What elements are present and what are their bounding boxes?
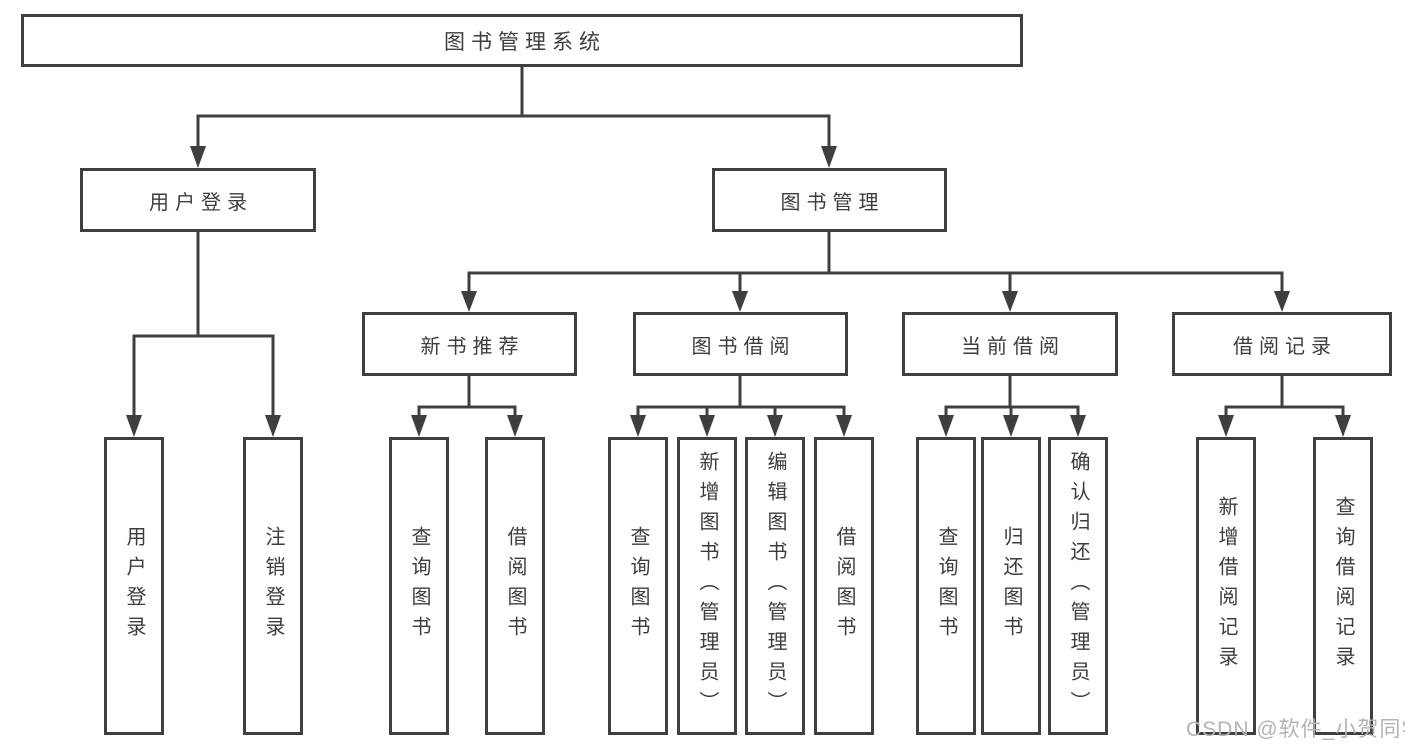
arrowhead [1003,415,1019,437]
arrowhead [938,415,954,437]
arrowhead [821,146,837,168]
arrowhead [1335,415,1351,437]
node-label: 新增图书（管理员） [696,451,718,721]
connector-user-login-children [126,230,281,437]
node-label: 用户登录 [123,526,145,646]
node-book-mgmt: 图书管理 [712,168,947,232]
arrowhead [126,415,142,437]
leaf-user-login: 用户登录 [104,437,164,735]
node-label: 注销登录 [262,526,284,646]
arrowhead [1218,415,1234,437]
node-label: 新书推荐 [420,335,525,358]
connector-book-borrow-children [630,374,852,437]
node-current-borrow: 当前借阅 [902,312,1118,376]
connector-current-borrow-children [938,374,1086,437]
leaf-borrow-borrow-book: 借阅图书 [814,437,874,735]
connector-root-to-level2 [190,65,837,168]
arrowhead [265,415,281,437]
node-label: 查询图书 [408,526,430,646]
node-label: 查询图书 [627,526,649,646]
leaf-borrow-query-book: 查询图书 [608,437,668,735]
node-label: 确认归还（管理员） [1067,451,1089,721]
node-label: 归还图书 [1000,526,1022,646]
connector-book-mgmt-children [461,230,1290,312]
connector-new-book-rec-children [411,374,523,437]
node-label: 图书管理系统 [444,30,606,54]
leaf-current-query-book: 查询图书 [916,437,976,735]
node-label: 用户登录 [149,191,253,214]
leaf-rec-query-book: 查询图书 [389,437,449,735]
arrowhead [1070,415,1086,437]
arrowhead [190,146,206,168]
leaf-borrow-edit-book: 编辑图书（管理员） [745,437,805,735]
node-label: 查询图书 [935,526,957,646]
node-user-login: 用户登录 [80,168,316,232]
node-borrow-record: 借阅记录 [1172,312,1392,376]
arrowhead [1274,291,1290,312]
node-book-borrow: 图书借阅 [633,312,848,376]
arrowhead [1002,291,1018,312]
arrowhead [767,415,783,437]
node-label: 新增借阅记录 [1215,496,1237,676]
leaf-rec-borrow-book: 借阅图书 [485,437,545,735]
watermark-text: CSDN @软件_小贺同学 [1186,718,1405,741]
node-label: 借阅图书 [504,526,526,646]
leaf-current-return-book: 归还图书 [981,437,1041,735]
arrowhead [411,415,427,437]
leaf-logout: 注销登录 [243,437,303,735]
arrowhead [630,415,646,437]
leaf-borrow-add-book: 新增图书（管理员） [677,437,737,735]
leaf-record-add-record: 新增借阅记录 [1196,437,1256,735]
arrowhead [836,415,852,437]
leaf-record-query-record: 查询借阅记录 [1313,437,1373,735]
arrowhead [461,291,477,312]
arrowhead [732,291,748,312]
node-label: 借阅记录 [1233,335,1337,358]
node-label: 当前借阅 [961,335,1065,358]
node-root-system: 图书管理系统 [21,14,1023,67]
node-label: 查询借阅记录 [1332,496,1354,676]
arrowhead [699,415,715,437]
node-label: 借阅图书 [833,526,855,646]
arrowhead [507,415,523,437]
leaf-current-confirm-return: 确认归还（管理员） [1048,437,1108,735]
connector-borrow-record-children [1218,374,1351,437]
node-label: 编辑图书（管理员） [764,451,786,721]
node-new-book-rec: 新书推荐 [362,312,577,376]
node-label: 图书借阅 [691,335,796,358]
node-label: 图书管理 [780,191,885,214]
